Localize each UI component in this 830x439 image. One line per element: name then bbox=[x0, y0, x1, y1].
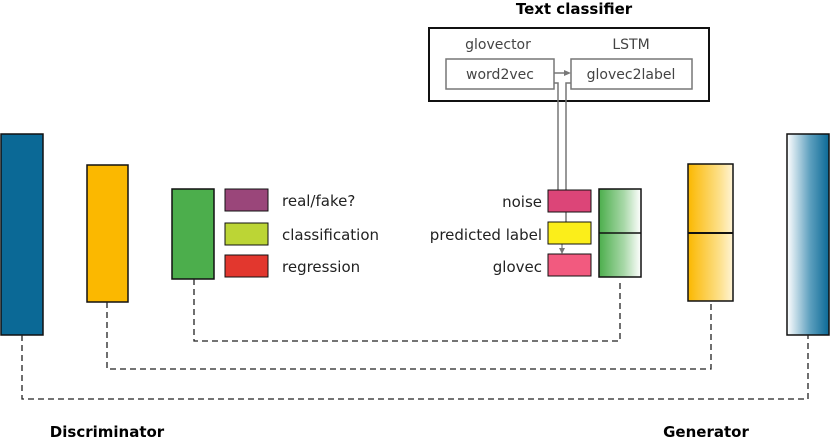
discriminator-title: Discriminator bbox=[50, 423, 165, 439]
noise-swatch bbox=[547, 189, 592, 213]
word2vec-box bbox=[445, 58, 555, 90]
noise-label: noise bbox=[502, 193, 542, 211]
dashed-link-blue bbox=[21, 335, 809, 400]
discriminator-layer-1 bbox=[0, 133, 44, 336]
glovec-swatch bbox=[547, 253, 592, 277]
discriminator-layer-3 bbox=[171, 188, 215, 280]
generator-layer-3 bbox=[786, 133, 830, 336]
classification-swatch bbox=[224, 222, 269, 246]
regression-swatch bbox=[224, 254, 269, 278]
real-fake-label: real/fake? bbox=[282, 192, 355, 210]
glovec2label-box bbox=[570, 58, 693, 90]
word2vec-label: word2vec bbox=[466, 67, 534, 83]
arrowhead-1 bbox=[564, 70, 571, 76]
arrowhead-3 bbox=[559, 248, 565, 254]
real-fake-swatch bbox=[224, 188, 269, 212]
glovector-label: glovector bbox=[465, 37, 531, 53]
dashed-link-orange bbox=[106, 302, 712, 370]
lstm-label: LSTM bbox=[612, 37, 649, 53]
predicted-label-label: predicted label bbox=[430, 226, 542, 244]
generator-title: Generator bbox=[663, 423, 749, 439]
text-classifier-title: Text classifier bbox=[516, 0, 633, 18]
predicted-label-swatch bbox=[547, 221, 592, 245]
dashed-link-green bbox=[193, 279, 621, 342]
regression-label: regression bbox=[282, 258, 360, 276]
classifier-to-noise-line bbox=[554, 82, 559, 190]
classification-label: classification bbox=[282, 226, 379, 244]
glovec2label-label: glovec2label bbox=[587, 67, 676, 83]
glovec-label: glovec bbox=[493, 258, 542, 276]
classifier-to-predicted-line bbox=[565, 82, 571, 222]
discriminator-layer-2 bbox=[86, 164, 129, 303]
